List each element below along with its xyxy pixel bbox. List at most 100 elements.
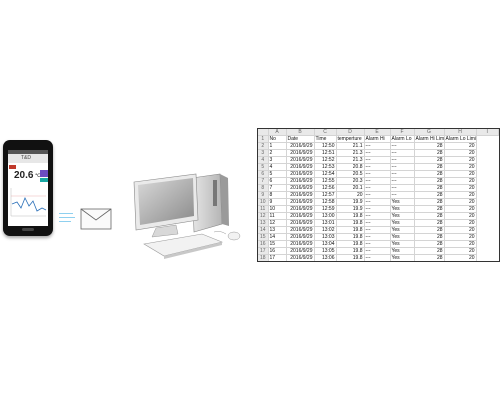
table-cell: 2016/9/29 xyxy=(286,262,314,263)
row-number: 8 xyxy=(258,184,269,192)
table-cell: 28 xyxy=(414,170,445,178)
table-cell: 2016/9/29 xyxy=(286,254,315,261)
row-number: 3 xyxy=(258,149,269,157)
table-cell: 2016/9/29 xyxy=(286,163,315,171)
column-letter: F xyxy=(390,129,415,136)
column-header: Date xyxy=(286,135,315,143)
table-cell: 8 xyxy=(268,191,287,199)
table-cell: 10 xyxy=(268,205,287,213)
table-cell: Yes xyxy=(390,205,415,213)
transfer-line xyxy=(59,213,73,214)
table-cell: 2016/9/29 xyxy=(286,226,315,234)
table-cell: 20.3 xyxy=(336,177,365,185)
table-cell: 20 xyxy=(444,212,477,220)
column-letter: C xyxy=(314,129,337,136)
table-cell: Yes xyxy=(390,226,415,234)
table-cell: 28 xyxy=(414,184,445,192)
column-letter: E xyxy=(364,129,391,136)
table-cell: 20 xyxy=(444,170,477,178)
table-cell: 21.3 xyxy=(336,149,365,157)
row-number: 15 xyxy=(258,233,269,241)
column-letter: G xyxy=(414,129,445,136)
table-cell: 2016/9/29 xyxy=(286,170,315,178)
table-cell: 2016/9/29 xyxy=(286,240,315,248)
row-number: 6 xyxy=(258,170,269,178)
table-cell: 1 xyxy=(268,142,287,150)
smartphone-icon: T&D 20.6 ℃ xyxy=(3,140,53,236)
table-cell: 2016/9/29 xyxy=(286,184,315,192)
table-cell: --- xyxy=(390,184,415,192)
table-cell: 28 xyxy=(414,156,445,164)
column-header: Alarm Lo Limit xyxy=(444,135,477,143)
table-cell: 20.5 xyxy=(336,170,365,178)
table-cell: --- xyxy=(364,262,390,263)
table-cell: 20 xyxy=(444,163,477,171)
table-cell: 28 xyxy=(414,240,445,248)
table-cell: 14 xyxy=(268,233,287,241)
table-cell: --- xyxy=(364,184,391,192)
table-cell: --- xyxy=(364,219,391,227)
table-cell: 13:06 xyxy=(314,254,337,261)
table-cell: 28 xyxy=(414,198,445,206)
table-cell: Yes xyxy=(390,254,415,261)
table-cell: 20 xyxy=(444,205,477,213)
table-cell: 28 xyxy=(414,163,445,171)
temperature-reading: 20.6 xyxy=(14,170,34,181)
table-cell: 12:55 xyxy=(314,177,337,185)
table-cell: 12 xyxy=(268,219,287,227)
table-cell: 20 xyxy=(444,254,477,261)
table-cell: 2016/9/29 xyxy=(286,205,315,213)
table-cell: 5 xyxy=(268,170,287,178)
table-cell: 2016/9/29 xyxy=(286,177,315,185)
table-cell: --- xyxy=(364,233,391,241)
table-cell: --- xyxy=(364,198,391,206)
table-cell: 20.8 xyxy=(336,163,365,171)
table-cell: 19.9 xyxy=(336,205,365,213)
table-cell: 12:54 xyxy=(314,170,337,178)
row-number: 17 xyxy=(258,247,269,255)
column-letter: I xyxy=(476,129,499,136)
table-cell: 18 xyxy=(268,262,286,263)
table-cell: 7 xyxy=(268,184,287,192)
transfer-line xyxy=(59,221,71,222)
column-header: No xyxy=(268,135,287,143)
table-cell: Yes xyxy=(390,198,415,206)
table-cell: 28 xyxy=(414,226,445,234)
table-cell: 12:59 xyxy=(314,205,337,213)
table-cell: 13 xyxy=(268,226,287,234)
table-cell: 28 xyxy=(414,177,445,185)
table-cell: 20 xyxy=(444,142,477,150)
table-cell: 19.8 xyxy=(336,262,364,263)
table-cell: 28 xyxy=(414,149,445,157)
table-cell: 19.8 xyxy=(336,254,365,261)
table-cell: 20 xyxy=(444,247,477,255)
phone-alert-badge xyxy=(9,165,16,169)
table-cell: 13:02 xyxy=(314,226,337,234)
table-cell: 16 xyxy=(268,247,287,255)
table-cell: --- xyxy=(390,177,415,185)
desktop-computer-icon xyxy=(133,173,241,259)
table-cell: --- xyxy=(390,191,415,199)
table-cell: 12:52 xyxy=(314,156,337,164)
table-cell: 2016/9/29 xyxy=(286,191,315,199)
table-cell: 28 xyxy=(414,205,445,213)
table-cell: 2016/9/29 xyxy=(286,247,315,255)
phone-app-header: T&D xyxy=(8,154,48,163)
column-letter: D xyxy=(336,129,365,136)
table-cell: 20 xyxy=(444,219,477,227)
table-cell: 11 xyxy=(268,212,287,220)
column-header: Alarm Hi Limit xyxy=(414,135,445,143)
table-cell: 19.8 xyxy=(336,219,365,227)
table-cell: 20 xyxy=(444,156,477,164)
column-letter: A xyxy=(268,129,287,136)
column-letter: B xyxy=(286,129,315,136)
table-cell: --- xyxy=(364,226,391,234)
table-cell: --- xyxy=(364,149,391,157)
table-cell: --- xyxy=(364,212,391,220)
